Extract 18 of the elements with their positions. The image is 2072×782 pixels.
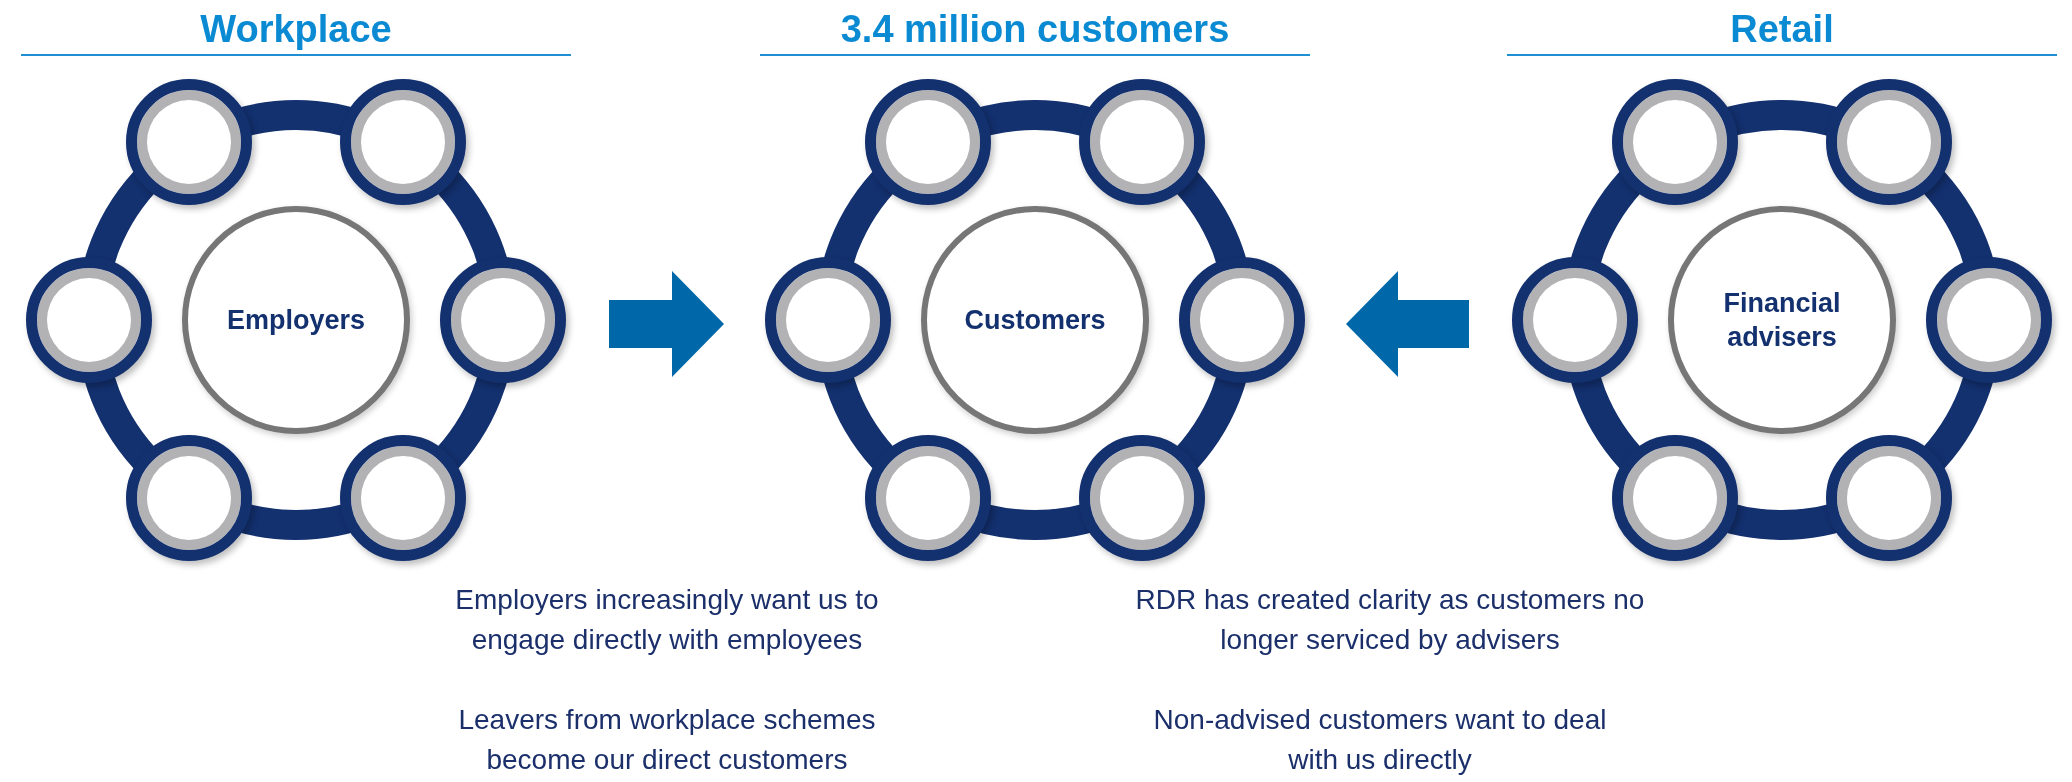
description-text: RDR has created clarity as customers no longer serviced by advisers (1134, 583, 1646, 657)
small-circle (126, 435, 252, 561)
description-text: Non-advised customers want to deal with us directly (1152, 703, 1608, 777)
cluster-heading: Retail (1729, 7, 1835, 52)
small-circle (126, 79, 252, 205)
description-text: Leavers from workplace schemes become our direct customers (457, 703, 877, 777)
description-text: Employers increasingly want us to engage directly with employees (454, 583, 880, 657)
circle-label: Financial advisers (1722, 287, 1842, 354)
small-circle (865, 79, 991, 205)
circle-label: Customers (964, 304, 1106, 337)
small-circle (1612, 79, 1738, 205)
cluster-heading: Workplace (199, 7, 393, 52)
block-arrow (609, 271, 724, 377)
small-circle (865, 435, 991, 561)
circle-label: Employers (226, 304, 366, 337)
small-circle (1612, 435, 1738, 561)
block-arrow (1346, 271, 1469, 377)
cluster-heading: 3.4 million customers (839, 7, 1231, 52)
